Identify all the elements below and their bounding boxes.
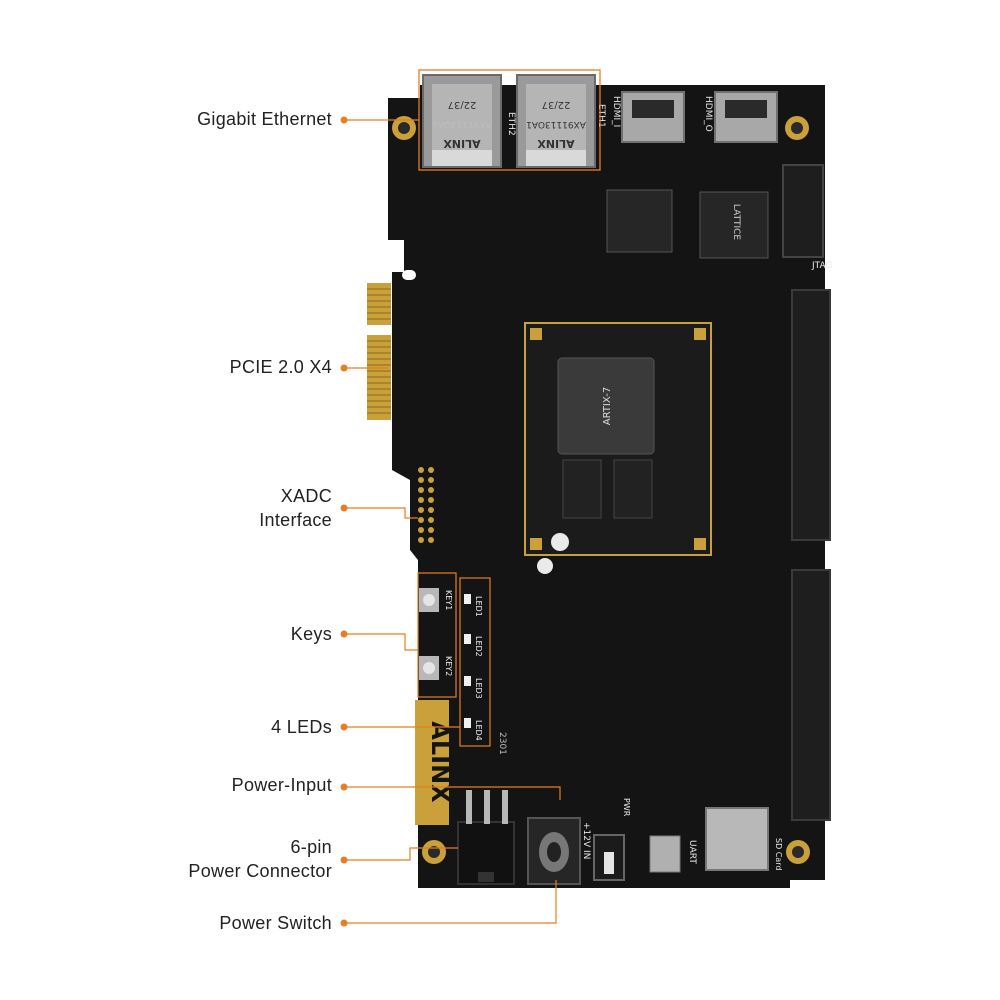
key1-button: [419, 588, 439, 612]
callout-text: PCIE 2.0 X4: [229, 357, 332, 377]
led1-silk: LED1: [474, 596, 483, 617]
key1-silk: KEY1: [444, 590, 453, 610]
hdmi-out-silk: HDMI_O: [703, 96, 713, 132]
callout-pcie: PCIE 2.0 X4: [230, 355, 332, 379]
jtag-silk: JTAG: [811, 261, 832, 271]
callout-power-input: Power-Input: [232, 773, 332, 797]
uart-silk: UART: [687, 840, 697, 864]
power-switch-component: [593, 834, 625, 881]
hdmi-in-silk: HDMI_I: [611, 96, 621, 127]
rj45-brand-text: ALINX: [537, 137, 575, 150]
eth2-silk: ETH2: [506, 112, 516, 136]
rj45-part-text: AX91113OA1: [526, 119, 586, 129]
callout-text: Keys: [290, 624, 332, 644]
callout-xadc: XADC Interface: [259, 484, 332, 532]
leds-highlight-box: [459, 577, 491, 747]
rj45-code-text: 22/37: [542, 99, 571, 110]
callout-gigabit-ethernet: Gigabit Ethernet: [197, 107, 332, 131]
alinx-logo-text: ALINX: [426, 721, 454, 803]
key2-silk: KEY2: [444, 656, 453, 676]
expansion-header-1: [791, 289, 831, 541]
pwr-silk: PWR: [622, 798, 631, 817]
xadc-header: [418, 467, 434, 543]
ethernet-highlight-box: [418, 69, 601, 171]
callout-text: 6-pin: [290, 837, 332, 857]
keys-highlight-box: [417, 572, 457, 698]
expansion-header-2: [791, 569, 831, 821]
fpga-brand-text: ARTIX-7: [602, 387, 613, 425]
dc-power-jack: [527, 817, 581, 885]
module-marker: [537, 558, 553, 574]
cpld-brand-text: LATTICE: [731, 204, 741, 240]
sdcard-silk: SD Card: [774, 838, 783, 871]
phy-chip: [606, 189, 673, 253]
callout-keys: Keys: [291, 622, 332, 646]
rj45-brand-text: ALINX: [443, 137, 481, 150]
alinx-logo: [415, 700, 449, 825]
led4-silk: LED4: [474, 720, 483, 741]
uart-port: [649, 835, 681, 873]
callout-power-connector: 6-pin Power Connector: [188, 835, 332, 883]
callout-text: Power-Input: [231, 775, 332, 795]
callout-text: Gigabit Ethernet: [197, 109, 332, 129]
hdmi-in-port: [621, 91, 685, 143]
key2-button: [419, 656, 439, 680]
pcie-notch: [402, 270, 416, 280]
callout-power-switch: Power Switch: [219, 911, 332, 935]
board-code-silk: 2301: [497, 732, 507, 755]
callout-text: Power Connector: [188, 861, 332, 881]
rj45-part-text: AX91113OA1: [432, 119, 492, 129]
callout-text: 4 LEDs: [271, 717, 332, 737]
callout-text: XADC: [280, 486, 332, 506]
v12-silk: +12V IN: [581, 822, 591, 859]
callout-text: Interface: [259, 510, 332, 530]
led-array: [464, 594, 471, 728]
core-module: ARTIX-7: [524, 322, 712, 556]
callout-leds: 4 LEDs: [271, 715, 332, 739]
led3-silk: LED3: [474, 678, 483, 699]
jtag-header: [782, 164, 824, 258]
six-pin-power-connector: [457, 790, 515, 885]
led2-silk: LED2: [474, 636, 483, 657]
pcie-gold-fingers: [367, 283, 391, 420]
hdmi-out-port: [714, 91, 778, 143]
cpld-chip: [699, 191, 769, 259]
sd-card-slot: [705, 807, 769, 871]
rj45-code-text: 22/37: [448, 99, 477, 110]
ethernet-jack-1: AX91113OA1 22/37 ALINX: [422, 74, 502, 168]
callout-text: Power Switch: [219, 913, 332, 933]
ethernet-jack-2: AX91113OA1 22/37 ALINX: [516, 74, 596, 168]
eth1-silk: ETH1: [596, 104, 606, 128]
